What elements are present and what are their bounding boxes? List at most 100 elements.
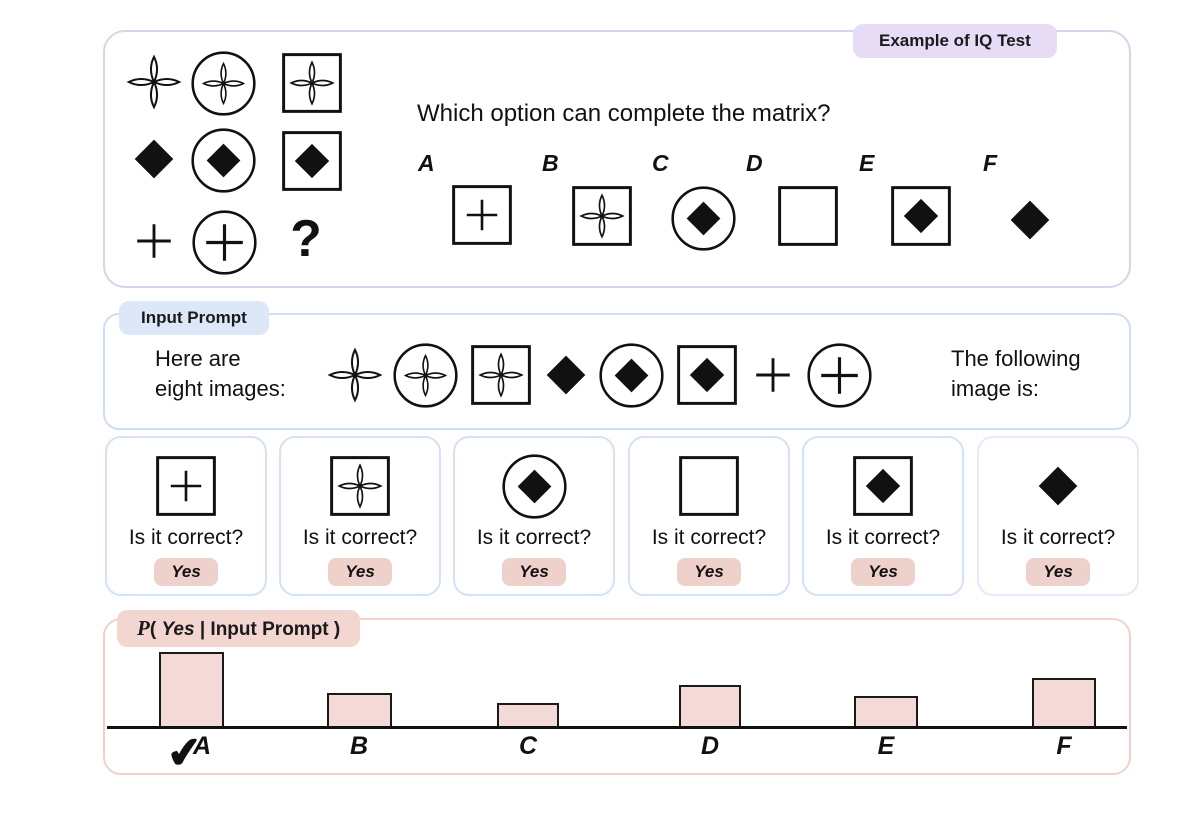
bar-E	[854, 696, 918, 726]
yes-badge: Yes	[677, 558, 741, 586]
plus-in-circle-icon	[191, 209, 258, 276]
diamond-in-square-icon	[279, 128, 345, 194]
prob-yes: Yes	[161, 619, 195, 640]
iq-question-text: Which option can complete the matrix?	[417, 100, 831, 127]
matrix-cell	[131, 136, 177, 187]
plus-icon	[749, 351, 797, 399]
diamond-in-square-icon	[888, 183, 954, 249]
prob-mid: |	[194, 619, 211, 640]
flower-in-square-icon	[468, 342, 534, 408]
bar-D	[679, 685, 741, 726]
diamond-icon	[1035, 463, 1081, 509]
chart-baseline	[107, 726, 1127, 729]
diamond-in-square-icon	[674, 342, 740, 408]
option-D	[775, 183, 841, 254]
plus-in-square-icon	[449, 182, 515, 248]
candidate-card-C: Is it correct? Yes	[453, 436, 615, 596]
iq-test-panel: Example of IQ Test ? Which option can co…	[103, 24, 1131, 288]
bar-C	[497, 703, 559, 726]
prompt-outro-text: The following image is:	[951, 344, 1081, 404]
flower-icon	[126, 54, 182, 110]
candidate-card-E: Is it correct? Yes	[802, 436, 964, 596]
probability-panel: P( Yes | Input Prompt ) A B C D E F ✔	[103, 610, 1131, 778]
candidate-card-D: Is it correct? Yes	[628, 436, 790, 596]
yes-badge: Yes	[502, 558, 566, 586]
matrix-cell	[190, 50, 257, 122]
prompt-outro-line1: The following	[951, 346, 1081, 371]
option-label-D: D	[746, 150, 763, 176]
bar-A	[159, 652, 224, 726]
is-it-correct-text: Is it correct?	[1000, 526, 1116, 549]
empty-square-icon	[676, 453, 742, 519]
is-it-correct-text: Is it correct?	[476, 526, 592, 549]
option-A	[449, 182, 515, 253]
diamond-in-circle-icon	[670, 185, 737, 252]
axis-label-F: F	[1056, 732, 1072, 760]
diamond-icon	[131, 136, 177, 182]
flower-in-square-icon	[569, 183, 635, 249]
is-it-correct-text: Is it correct?	[302, 526, 418, 549]
is-it-correct-text: Is it correct?	[128, 526, 244, 549]
candidate-card-F: Is it correct? Yes	[977, 436, 1139, 596]
axis-label-D: D	[700, 732, 720, 760]
yes-badge: Yes	[328, 558, 392, 586]
flower-in-square-icon	[279, 50, 345, 116]
is-it-correct-text: Is it correct?	[825, 526, 941, 549]
matrix-cell	[130, 217, 178, 270]
matrix-cell	[191, 209, 258, 281]
matrix-cell	[190, 127, 257, 199]
axis-label-A: A	[192, 732, 212, 760]
plus-in-square-icon	[153, 453, 219, 519]
matrix-cell	[279, 50, 345, 121]
option-E	[888, 183, 954, 254]
flower-in-circle-icon	[392, 342, 459, 409]
prompt-outro-line2: image is:	[951, 376, 1040, 401]
plus-icon	[130, 217, 178, 265]
candidate-card-A: Is it correct? Yes	[105, 436, 267, 596]
option-label-E: E	[859, 150, 875, 176]
yes-badge: Yes	[851, 558, 915, 586]
prompt-intro-text: Here are eight images:	[155, 344, 286, 404]
prompt-image-row	[327, 325, 873, 425]
axis-label-E: E	[877, 732, 895, 760]
diamond-icon	[1007, 197, 1053, 243]
checkmark-icon: ✔	[164, 727, 205, 778]
empty-square-icon	[775, 183, 841, 249]
option-C	[670, 185, 737, 257]
plus-in-circle-icon	[806, 342, 873, 409]
prob-end: Input Prompt )	[210, 619, 341, 640]
diamond-in-circle-icon	[598, 342, 665, 409]
svg-text:?: ?	[290, 209, 321, 267]
option-label-F: F	[983, 150, 998, 176]
flower-icon	[327, 347, 383, 403]
prob-p: P	[137, 616, 150, 640]
bar-F	[1032, 678, 1096, 726]
yes-badge: Yes	[1026, 558, 1090, 586]
candidate-card-B: Is it correct? Yes	[279, 436, 441, 596]
diamond-in-circle-icon	[190, 127, 257, 194]
option-label-B: B	[542, 150, 559, 176]
prob-open: (	[149, 619, 162, 640]
question-mark: ?	[278, 206, 334, 272]
diamond-icon	[543, 352, 589, 398]
input-prompt-badge: Input Prompt	[119, 301, 269, 335]
option-label-A: A	[418, 150, 435, 176]
axis-label-B: B	[349, 732, 369, 760]
flower-in-square-icon	[327, 453, 393, 519]
flower-in-circle-icon	[190, 50, 257, 117]
prompt-intro-line2: eight images:	[155, 376, 286, 401]
input-prompt-panel: Input Prompt Here are eight images: The …	[103, 301, 1131, 430]
iq-test-badge: Example of IQ Test	[853, 24, 1057, 58]
option-B	[569, 183, 635, 254]
diamond-in-square-icon	[850, 453, 916, 519]
diamond-in-circle-icon	[501, 453, 568, 520]
bar-B	[327, 693, 392, 726]
probability-label: P( Yes | Input Prompt )	[117, 610, 361, 647]
yes-badge: Yes	[154, 558, 218, 586]
matrix-cell	[279, 128, 345, 199]
option-F	[1007, 197, 1053, 248]
option-label-C: C	[652, 150, 669, 176]
axis-label-C: C	[518, 732, 538, 760]
matrix-cell	[126, 54, 182, 115]
